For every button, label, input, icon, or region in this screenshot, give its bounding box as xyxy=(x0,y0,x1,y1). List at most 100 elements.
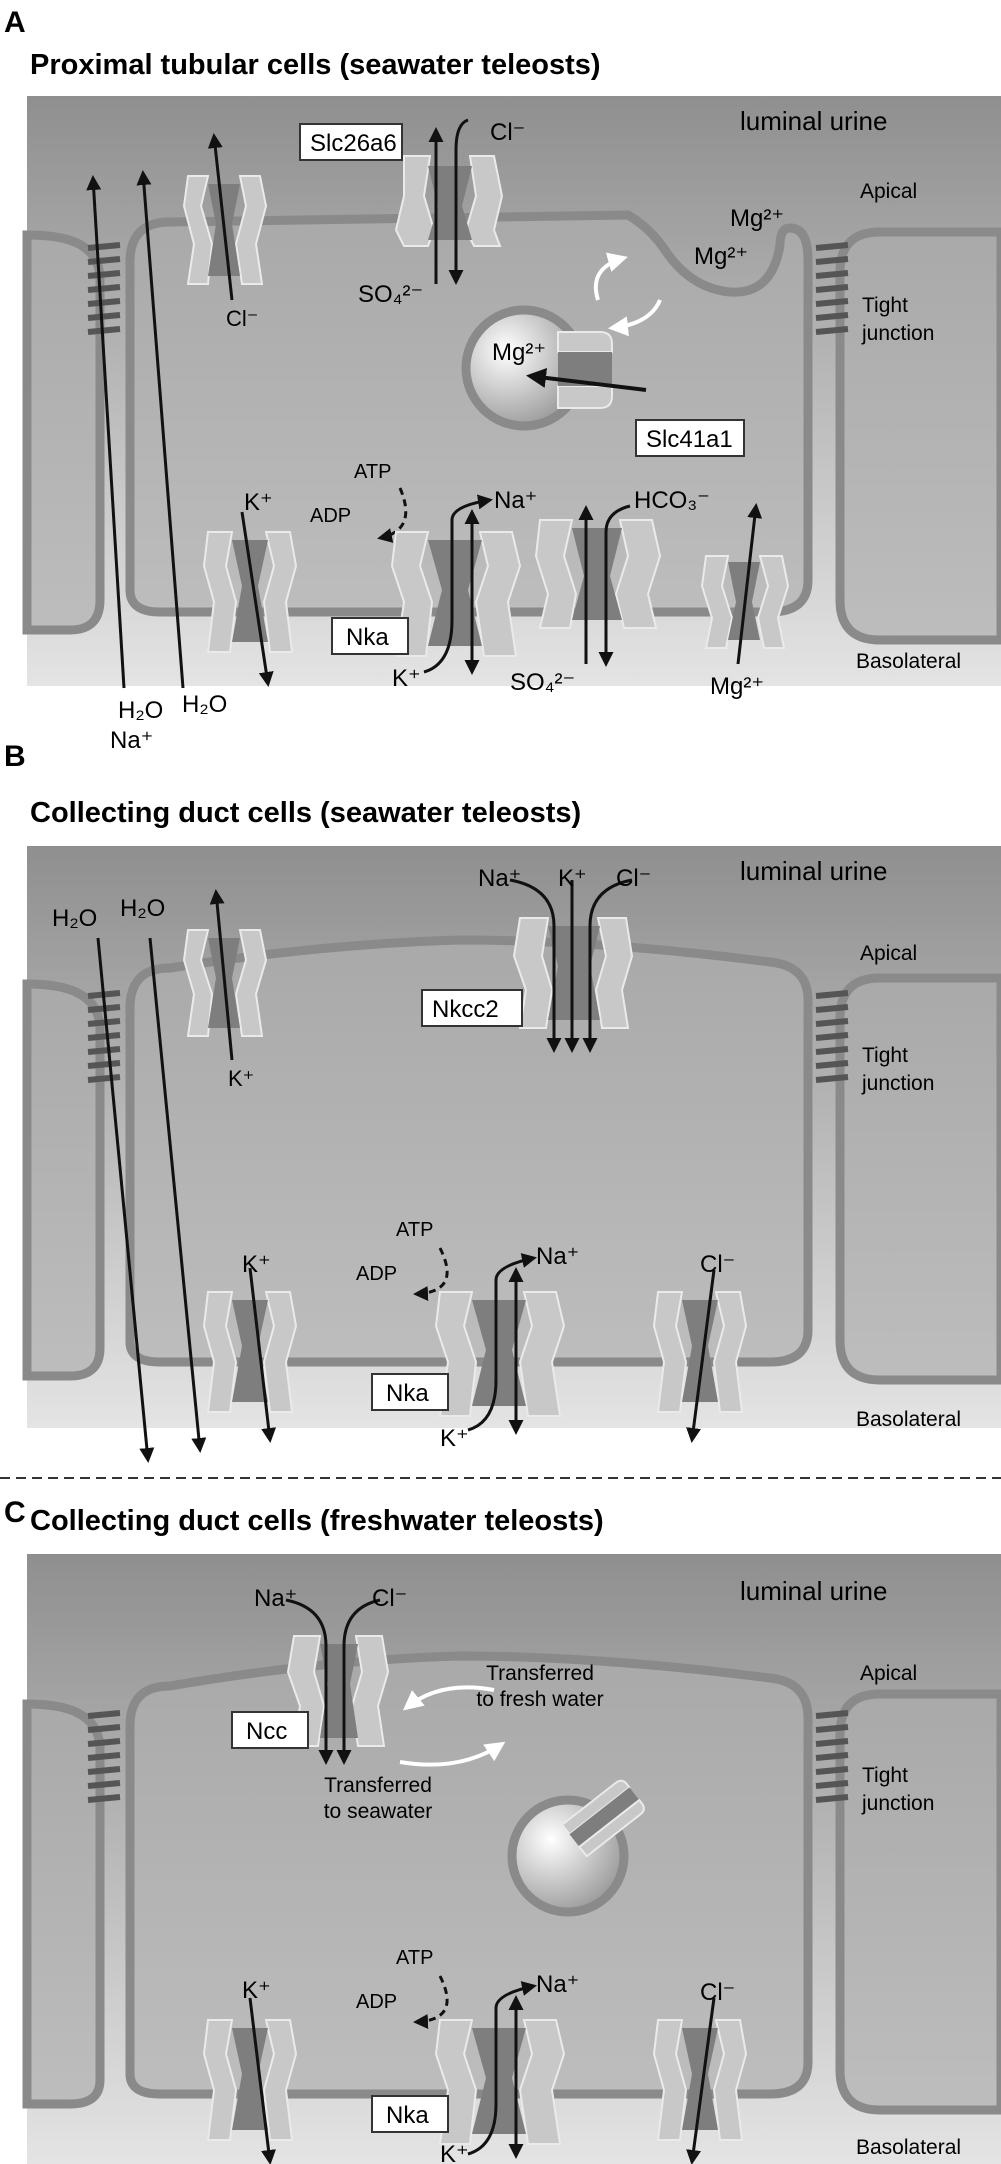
tight-junction-right xyxy=(815,1710,849,1803)
tight-label: Tight xyxy=(862,1764,908,1787)
h2o-label-2: H₂O xyxy=(120,895,165,922)
cl-label: Cl⁻ xyxy=(372,1585,407,1612)
junction-label: junction xyxy=(861,1792,934,1815)
nka-box xyxy=(371,2095,449,2133)
k-label: K⁺ xyxy=(558,865,587,892)
left-neighbor-cell xyxy=(22,1699,105,2109)
k-bottom-label: K⁺ xyxy=(440,2141,469,2164)
mg-bottom-label: Mg²⁺ xyxy=(710,673,764,700)
panel-b: B Collecting duct cells (seawater teleos… xyxy=(4,740,1001,1463)
slc41a1-box xyxy=(635,419,745,457)
panel-a: A Proximal tubular cells (seawater teleo… xyxy=(4,6,1001,754)
atp-label: ATP xyxy=(396,1947,433,1969)
cl-bottom-label: Cl⁻ xyxy=(700,1251,735,1278)
basolateral-label: Basolateral xyxy=(856,2136,961,2159)
mg-lumen-label-1: Mg²⁺ xyxy=(730,205,784,232)
right-neighbor-cell xyxy=(835,973,1001,1385)
atp-hydrolysis-arrow xyxy=(413,1247,449,1301)
k-bottom-label: K⁺ xyxy=(392,665,421,692)
nka-box xyxy=(371,1373,449,1411)
apical-cl-channel xyxy=(182,133,268,301)
nka-label: Nka xyxy=(386,1380,429,1407)
k-top-label: K⁺ xyxy=(242,1977,271,2004)
adp-label: ADP xyxy=(356,1991,397,2013)
apical-k-channel xyxy=(182,889,268,1061)
k-bottom-label: K⁺ xyxy=(440,1425,469,1452)
slc41a1-mg-arrow xyxy=(526,367,647,392)
collecting-duct-cell xyxy=(125,935,813,1367)
transfer-fresh-arrow xyxy=(402,1685,495,1711)
proximal-tubular-cell xyxy=(125,210,813,617)
na-top-label: Na⁺ xyxy=(536,1243,579,1270)
na-label: Na⁺ xyxy=(478,865,521,892)
cl-top-label: Cl⁻ xyxy=(490,119,525,146)
slc41a1-label: Slc41a1 xyxy=(646,426,733,453)
nka-label: Nka xyxy=(386,2102,429,2129)
ncc-label: Ncc xyxy=(246,1718,287,1745)
nkcc2-label: Nkcc2 xyxy=(432,996,499,1023)
luminal-urine-label: luminal urine xyxy=(740,856,887,886)
panel-title: Proximal tubular cells (seawater teleost… xyxy=(30,49,601,81)
slc26a6-exchanger xyxy=(394,118,504,285)
k-channel xyxy=(202,1267,298,1443)
apical-label: Apical xyxy=(860,180,917,203)
na-top-label: Na⁺ xyxy=(536,1971,579,1998)
slc41a1-subunit-bottom xyxy=(557,385,613,409)
cl-channel xyxy=(652,1269,748,1443)
tight-label: Tight xyxy=(862,1044,908,1067)
panel-letter: B xyxy=(4,740,26,773)
cl-label: Cl⁻ xyxy=(616,865,651,892)
atp-hydrolysis-arrow xyxy=(413,1975,449,2029)
so4-bottom-label: SO₄²⁻ xyxy=(510,669,575,696)
na-label: Na⁺ xyxy=(254,1585,297,1612)
panel-title: Collecting duct cells (seawater teleosts… xyxy=(30,797,581,829)
panel-letter: A xyxy=(4,6,26,39)
transferred-fresh-label-1: Transferred xyxy=(486,1662,594,1685)
tight-junction-left xyxy=(87,242,121,335)
ncc-cotransporter xyxy=(285,1598,390,1765)
adp-label: ADP xyxy=(310,505,351,527)
exocytosis-arrow xyxy=(608,299,662,337)
transferred-sea-label-1: Transferred xyxy=(324,1774,432,1797)
slc26a6-label: Slc26a6 xyxy=(310,130,397,157)
na-bottom-label: Na⁺ xyxy=(110,727,153,754)
nkcc2-cotransporter xyxy=(509,878,634,1053)
adp-label: ADP xyxy=(356,1263,397,1285)
k-apical-label: K⁺ xyxy=(228,1066,254,1091)
tight-label: Tight xyxy=(862,294,908,317)
k-top-label: K⁺ xyxy=(244,489,273,516)
right-neighbor-cell xyxy=(835,1689,1001,2115)
tight-junction-right xyxy=(815,990,849,1083)
ncc-box xyxy=(231,1711,309,1749)
basolateral-label: Basolateral xyxy=(856,1408,961,1431)
na-top-label: Na⁺ xyxy=(494,487,537,514)
nka-box xyxy=(331,617,409,655)
transferred-fresh-label-2: to fresh water xyxy=(476,1688,603,1711)
hco3-so4-exchanger xyxy=(534,504,662,667)
paracellular-h2o-arrow-2 xyxy=(148,937,207,1453)
endocytosis-arrow xyxy=(593,252,628,301)
transfer-sea-arrow xyxy=(399,1741,506,1767)
nka-label: Nka xyxy=(346,624,389,651)
h2o-label-1: H₂O xyxy=(118,697,163,724)
internalized-ncc xyxy=(560,1779,645,1858)
atp-label: ATP xyxy=(396,1219,433,1241)
apical-label: Apical xyxy=(860,1662,917,1685)
nka-pump xyxy=(390,494,522,675)
paracellular-h2o-arrow xyxy=(136,170,185,689)
h2o-label-1: H₂O xyxy=(52,905,97,932)
basolateral-label: Basolateral xyxy=(856,650,961,673)
tight-junction-right xyxy=(815,242,849,335)
k-channel xyxy=(202,511,298,687)
atp-label: ATP xyxy=(354,461,391,483)
junction-label: junction xyxy=(861,1072,934,1095)
apical-label: Apical xyxy=(860,942,917,965)
junction-label: junction xyxy=(861,322,934,345)
tight-junction-left xyxy=(87,1710,121,1803)
cl-bottom-label: Cl⁻ xyxy=(700,1979,735,2006)
mg-lumen-label-2: Mg²⁺ xyxy=(694,243,748,270)
paracellular-h2o-arrow-1 xyxy=(96,937,155,1463)
so4-label: SO₄²⁻ xyxy=(358,281,423,308)
paracellular-na-arrow xyxy=(86,175,126,689)
